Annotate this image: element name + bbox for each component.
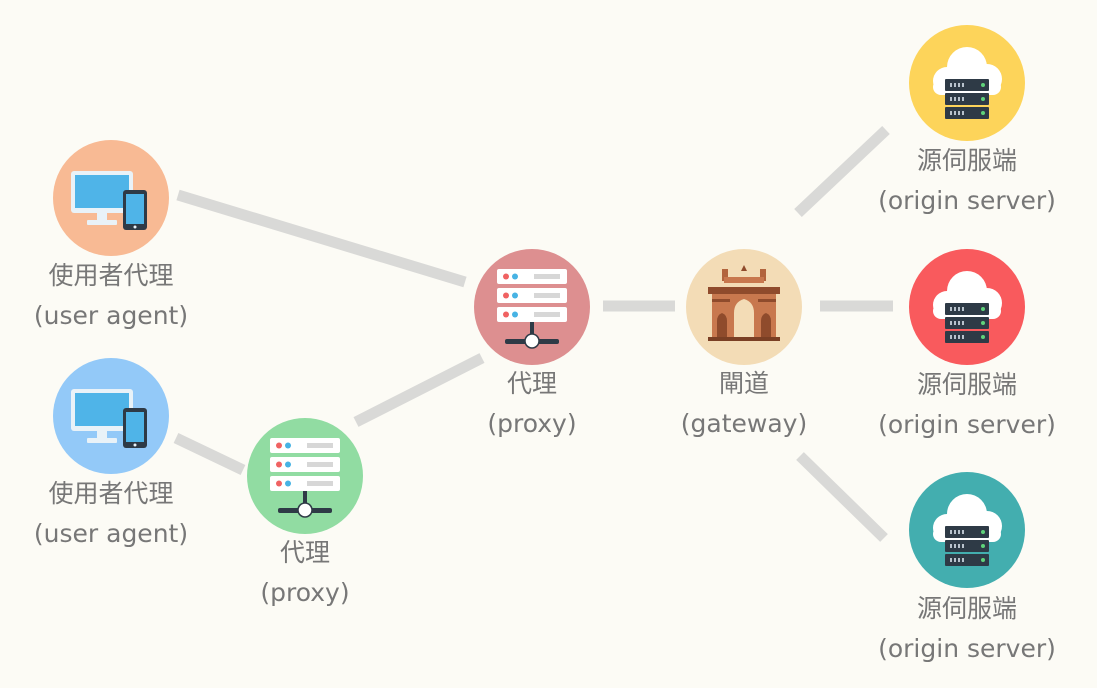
user-agent-label-1: 使用者代理 (user agent) bbox=[0, 256, 231, 336]
proxy-label-main: 代理 (proxy) bbox=[412, 364, 652, 444]
origin-server-node-1 bbox=[907, 23, 1027, 143]
node-title: 使用者代理 bbox=[48, 479, 174, 508]
link-small-proxy-to-proxy bbox=[353, 353, 485, 427]
proxy-node-main bbox=[472, 247, 592, 367]
origin-server-node-3 bbox=[907, 470, 1027, 590]
cloud-server-icon bbox=[909, 25, 1025, 141]
node-title: 源伺服端 bbox=[916, 370, 1017, 399]
link-user-agent-2-to-small-proxy bbox=[173, 433, 246, 475]
cloud-server-icon bbox=[909, 472, 1025, 588]
node-title: 源伺服端 bbox=[916, 146, 1017, 175]
node-title: 源伺服端 bbox=[916, 594, 1017, 623]
node-subtitle: (origin server) bbox=[878, 186, 1056, 215]
proxy-node-small bbox=[245, 416, 365, 536]
proxy-label-small: 代理 (proxy) bbox=[185, 533, 425, 613]
node-subtitle: (origin server) bbox=[878, 634, 1056, 663]
user-agent-label-2: 使用者代理 (user agent) bbox=[0, 474, 231, 554]
server-stack-icon bbox=[247, 418, 363, 534]
node-title: 閘道 bbox=[718, 369, 769, 398]
origin-server-label-2: 源伺服端 (origin server) bbox=[847, 365, 1087, 445]
node-subtitle: (proxy) bbox=[260, 578, 350, 607]
link-gateway-to-origin-1 bbox=[794, 125, 890, 218]
node-title: 使用者代理 bbox=[48, 261, 174, 290]
node-title: 代理 bbox=[506, 369, 557, 398]
gateway-label: 閘道 (gateway) bbox=[624, 364, 864, 444]
node-subtitle: (proxy) bbox=[487, 409, 577, 438]
node-subtitle: (gateway) bbox=[680, 409, 808, 438]
origin-server-label-1: 源伺服端 (origin server) bbox=[847, 141, 1087, 221]
node-title: 代理 bbox=[279, 538, 330, 567]
computer-phone-icon bbox=[53, 140, 169, 256]
gate-arch-icon bbox=[686, 249, 802, 365]
cloud-server-icon bbox=[909, 249, 1025, 365]
node-subtitle: (origin server) bbox=[878, 410, 1056, 439]
link-gateway-to-origin-3 bbox=[796, 452, 888, 542]
user-agent-node-2 bbox=[51, 356, 171, 476]
node-subtitle: (user agent) bbox=[33, 519, 189, 548]
gateway-node bbox=[684, 247, 804, 367]
node-subtitle: (user agent) bbox=[33, 301, 189, 330]
origin-server-node-2 bbox=[907, 247, 1027, 367]
server-stack-icon bbox=[474, 249, 590, 365]
origin-server-label-3: 源伺服端 (origin server) bbox=[847, 589, 1087, 669]
user-agent-node-1 bbox=[51, 138, 171, 258]
computer-phone-icon bbox=[53, 358, 169, 474]
link-user-agent-1-to-proxy bbox=[176, 189, 467, 288]
